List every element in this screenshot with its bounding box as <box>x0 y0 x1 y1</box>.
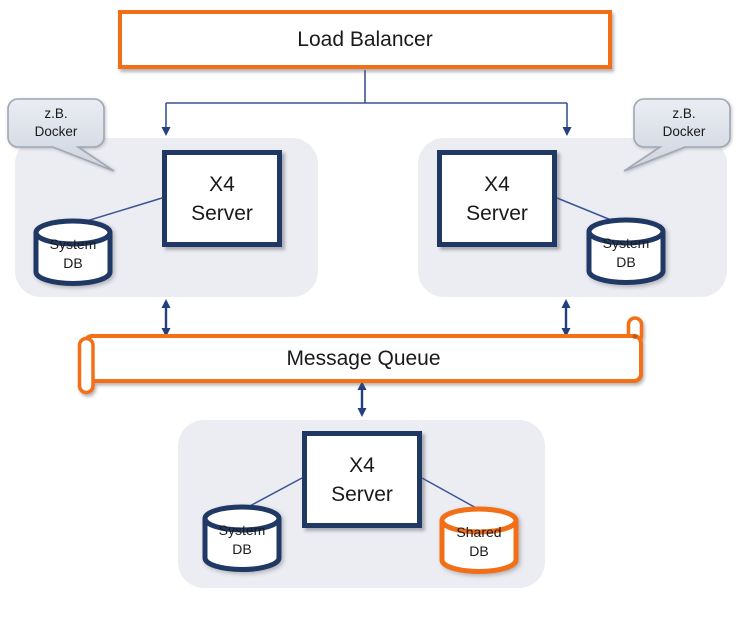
load-balancer-node: Load Balancer <box>118 10 612 69</box>
callout-label-line: Docker <box>34 124 78 139</box>
database-cylinder-system-db-right: System DB <box>584 217 668 286</box>
server-label-line: Server <box>466 201 528 225</box>
db-label-line: DB <box>63 255 83 271</box>
server-label-line: X4 <box>349 453 375 477</box>
database-cylinder-icon <box>439 506 519 574</box>
scroll-curl-dot <box>632 334 638 339</box>
db-label-line: System <box>49 236 97 252</box>
speech-bubble-icon <box>623 98 731 172</box>
db-label-line: DB <box>469 543 489 559</box>
callout-label-line: z.B. <box>44 106 68 121</box>
database-cylinder-system-db-bottom: System DB <box>200 504 284 573</box>
db-label-line: System <box>218 522 266 538</box>
database-cylinder-icon <box>202 504 282 572</box>
db-label-line: System <box>602 235 650 251</box>
db-label-line: DB <box>232 541 252 557</box>
scroll-bottom-roll <box>77 336 95 395</box>
x4-server-node-left: X4 Server <box>162 150 282 247</box>
callout-label: z.B. Docker <box>8 105 104 141</box>
callout-label-line: Docker <box>662 124 706 139</box>
queue-arrows <box>161 299 571 417</box>
load-balancer-connector <box>161 70 572 136</box>
message-queue-shape <box>77 316 644 395</box>
database-cylinder-icon <box>586 217 666 285</box>
message-queue-label: Message Queue <box>286 346 441 370</box>
database-label: System DB <box>31 218 115 273</box>
x4-server-node-bottom: X4 Server <box>302 431 422 528</box>
db-label-line: DB <box>616 254 636 270</box>
x4-server-node-right: X4 Server <box>437 150 557 247</box>
speech-bubble-icon <box>7 98 115 172</box>
callout-docker-right: z.B. Docker <box>622 97 734 175</box>
database-connector-lines <box>79 197 617 510</box>
database-label: System DB <box>584 217 668 272</box>
database-label: Shared DB <box>437 506 521 561</box>
load-balancer-label: Load Balancer <box>297 27 433 51</box>
server-label-line: X4 <box>209 172 235 196</box>
database-cylinder-system-db-left: System DB <box>31 218 115 287</box>
database-cylinder-icon <box>33 218 113 286</box>
server-label-line: X4 <box>484 172 510 196</box>
database-label: System DB <box>200 504 284 559</box>
callout-label-line: z.B. <box>672 106 696 121</box>
server-label-line: Server <box>191 201 253 225</box>
db-label-line: Shared <box>456 524 502 540</box>
callout-docker-left: z.B. Docker <box>6 97 118 175</box>
server-label-line: Server <box>331 482 393 506</box>
database-cylinder-shared-db: Shared DB <box>437 506 521 575</box>
callout-label: z.B. Docker <box>636 105 732 141</box>
